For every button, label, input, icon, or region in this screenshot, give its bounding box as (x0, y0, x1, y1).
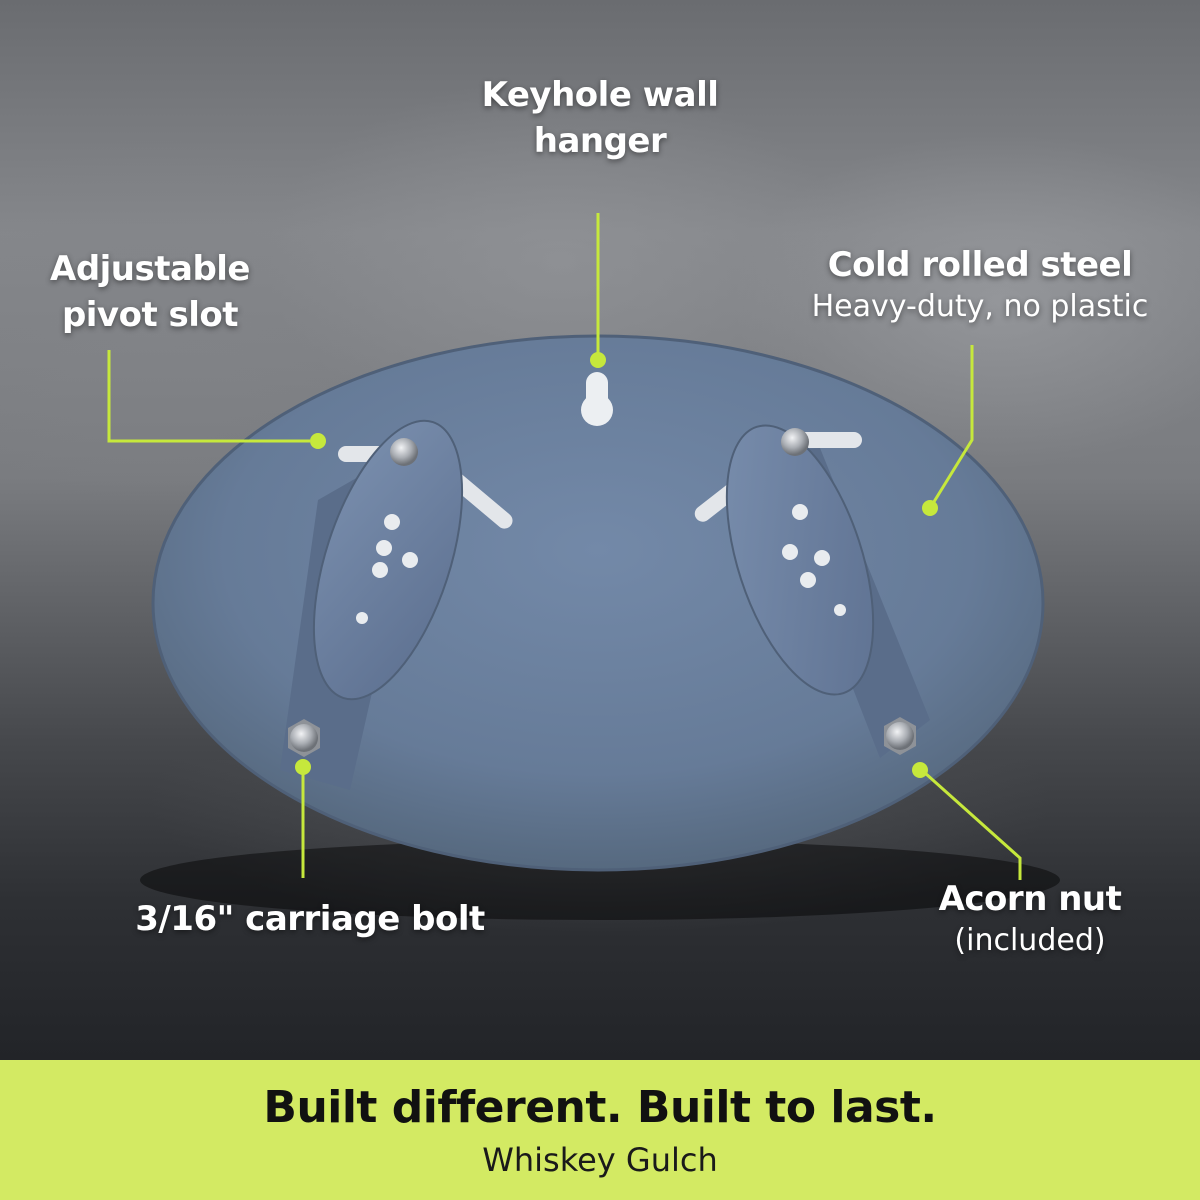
label-keyhole-title: Keyhole wall hanger (481, 75, 719, 161)
acorn-nut-icon (884, 717, 916, 755)
pivot-bolt-left-icon (390, 438, 418, 466)
wall-mount-product-illustration (107, 213, 1060, 920)
tagline-banner: Built different. Built to last. Whiskey … (0, 1060, 1200, 1200)
label-acorn-subtitle: (included) (954, 923, 1106, 958)
callout-pivot-dot (310, 433, 326, 449)
label-steel-subtitle: Heavy-duty, no plastic (811, 289, 1149, 324)
callout-steel (930, 345, 974, 506)
pivot-bolt-right-icon (781, 428, 809, 456)
label-steel-title: Cold rolled steel (827, 245, 1133, 285)
pivot-slot-left-lower (447, 471, 513, 529)
label-carriage-bolt: 3/16" carriage bolt (110, 896, 510, 942)
banner-tagline: Built different. Built to last. (263, 1082, 937, 1133)
callout-keyhole-dot (590, 352, 606, 368)
callout-acorn-dot (912, 762, 928, 778)
right-bracket (725, 424, 930, 758)
left-bracket (280, 419, 464, 790)
callout-acorn (923, 771, 1022, 880)
label-acorn-title: Acorn nut (938, 879, 1122, 919)
carriage-bolt-icon (288, 719, 320, 757)
label-adjustable-pivot-slot: Adjustable pivot slot (20, 246, 280, 338)
callout-steel-dot (922, 500, 938, 516)
banner-brand-name: Whiskey Gulch (482, 1141, 718, 1179)
label-bolt-title: 3/16" carriage bolt (135, 899, 485, 939)
callout-bolt-dot (295, 759, 311, 775)
plate-shadow (140, 840, 1060, 920)
callout-pivot (107, 350, 310, 443)
label-acorn-nut: Acorn nut (included) (900, 876, 1160, 960)
label-keyhole-wall-hanger: Keyhole wall hanger (430, 72, 770, 164)
label-cold-rolled-steel: Cold rolled steel Heavy-duty, no plastic (780, 242, 1180, 326)
keyhole-icon (581, 372, 613, 426)
label-pivot-title: Adjustable pivot slot (50, 249, 251, 335)
